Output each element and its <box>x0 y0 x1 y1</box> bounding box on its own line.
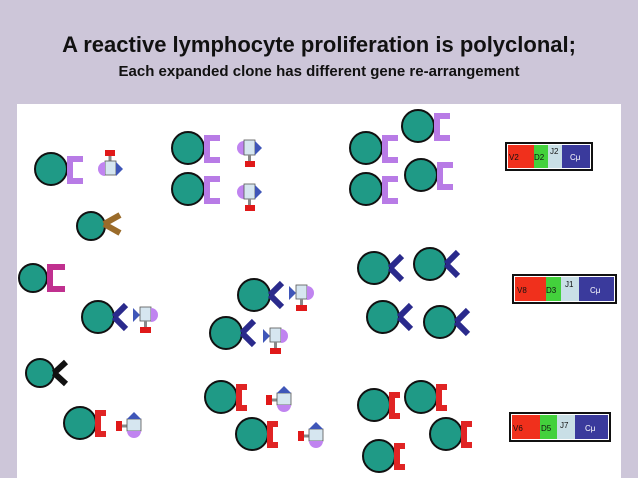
cell-lilac <box>171 131 220 165</box>
clonal-diagram: V2 D2 J2 Cμ <box>18 109 617 473</box>
cell-red <box>204 380 247 414</box>
cell-navy <box>357 251 405 285</box>
antigen <box>237 183 262 211</box>
antigen <box>263 327 288 354</box>
gene-segment-label: Cμ <box>570 153 581 162</box>
gene-bar: V2 D2 J2 Cμ <box>505 142 593 171</box>
antigen <box>266 386 292 412</box>
diagram-panel: V2 D2 J2 Cμ <box>17 104 621 478</box>
gene-segment-label: J1 <box>565 280 574 289</box>
cell-red <box>63 406 106 440</box>
slide-title: A reactive lymphocyte proliferation is p… <box>62 32 576 57</box>
cell-lilac <box>34 152 83 186</box>
gene-bar: V6 D5 J7 Cμ <box>509 412 611 442</box>
gene-segment-label: J2 <box>550 147 559 156</box>
cell-red <box>429 417 472 451</box>
gene-segment-label: D5 <box>541 424 552 433</box>
antigen <box>237 139 262 167</box>
cell-red <box>235 417 278 451</box>
slide-subtitle: Each expanded clone has different gene r… <box>118 63 520 80</box>
antigen <box>289 284 314 311</box>
cell-navy <box>237 278 285 312</box>
gene-segment-label: D3 <box>546 286 557 295</box>
antigen <box>133 306 158 333</box>
gene-segment-label: J7 <box>560 421 569 430</box>
title-block: A reactive lymphocyte proliferation is p… <box>0 0 638 100</box>
cell-red <box>404 380 447 414</box>
cell-navy <box>366 300 414 334</box>
antigen <box>116 412 142 438</box>
cell-red <box>357 388 400 422</box>
cell-lilac <box>404 158 453 192</box>
gene-segment-label: Cμ <box>590 286 601 295</box>
cell-black <box>25 358 69 388</box>
cell-navy <box>423 305 471 339</box>
cell-brown <box>76 211 122 241</box>
cell-navy <box>81 300 129 334</box>
cell-lilac <box>171 172 220 206</box>
cell-magenta <box>18 263 65 293</box>
gene-segment-label: V8 <box>517 286 527 295</box>
cell-lilac <box>349 131 398 165</box>
cell-navy <box>413 247 461 281</box>
cell-lilac <box>401 109 450 143</box>
antigen <box>98 150 123 176</box>
cell-lilac <box>349 172 398 206</box>
gene-segment-label: D2 <box>534 153 545 162</box>
antigen <box>298 422 324 448</box>
cell-red <box>362 439 405 473</box>
cell-navy <box>209 316 257 350</box>
gene-bar: V8 D3 J1 Cμ <box>512 274 617 304</box>
gene-segment-label: Cμ <box>585 424 596 433</box>
gene-segment-label: V6 <box>513 424 523 433</box>
gene-segment-label: V2 <box>509 153 519 162</box>
